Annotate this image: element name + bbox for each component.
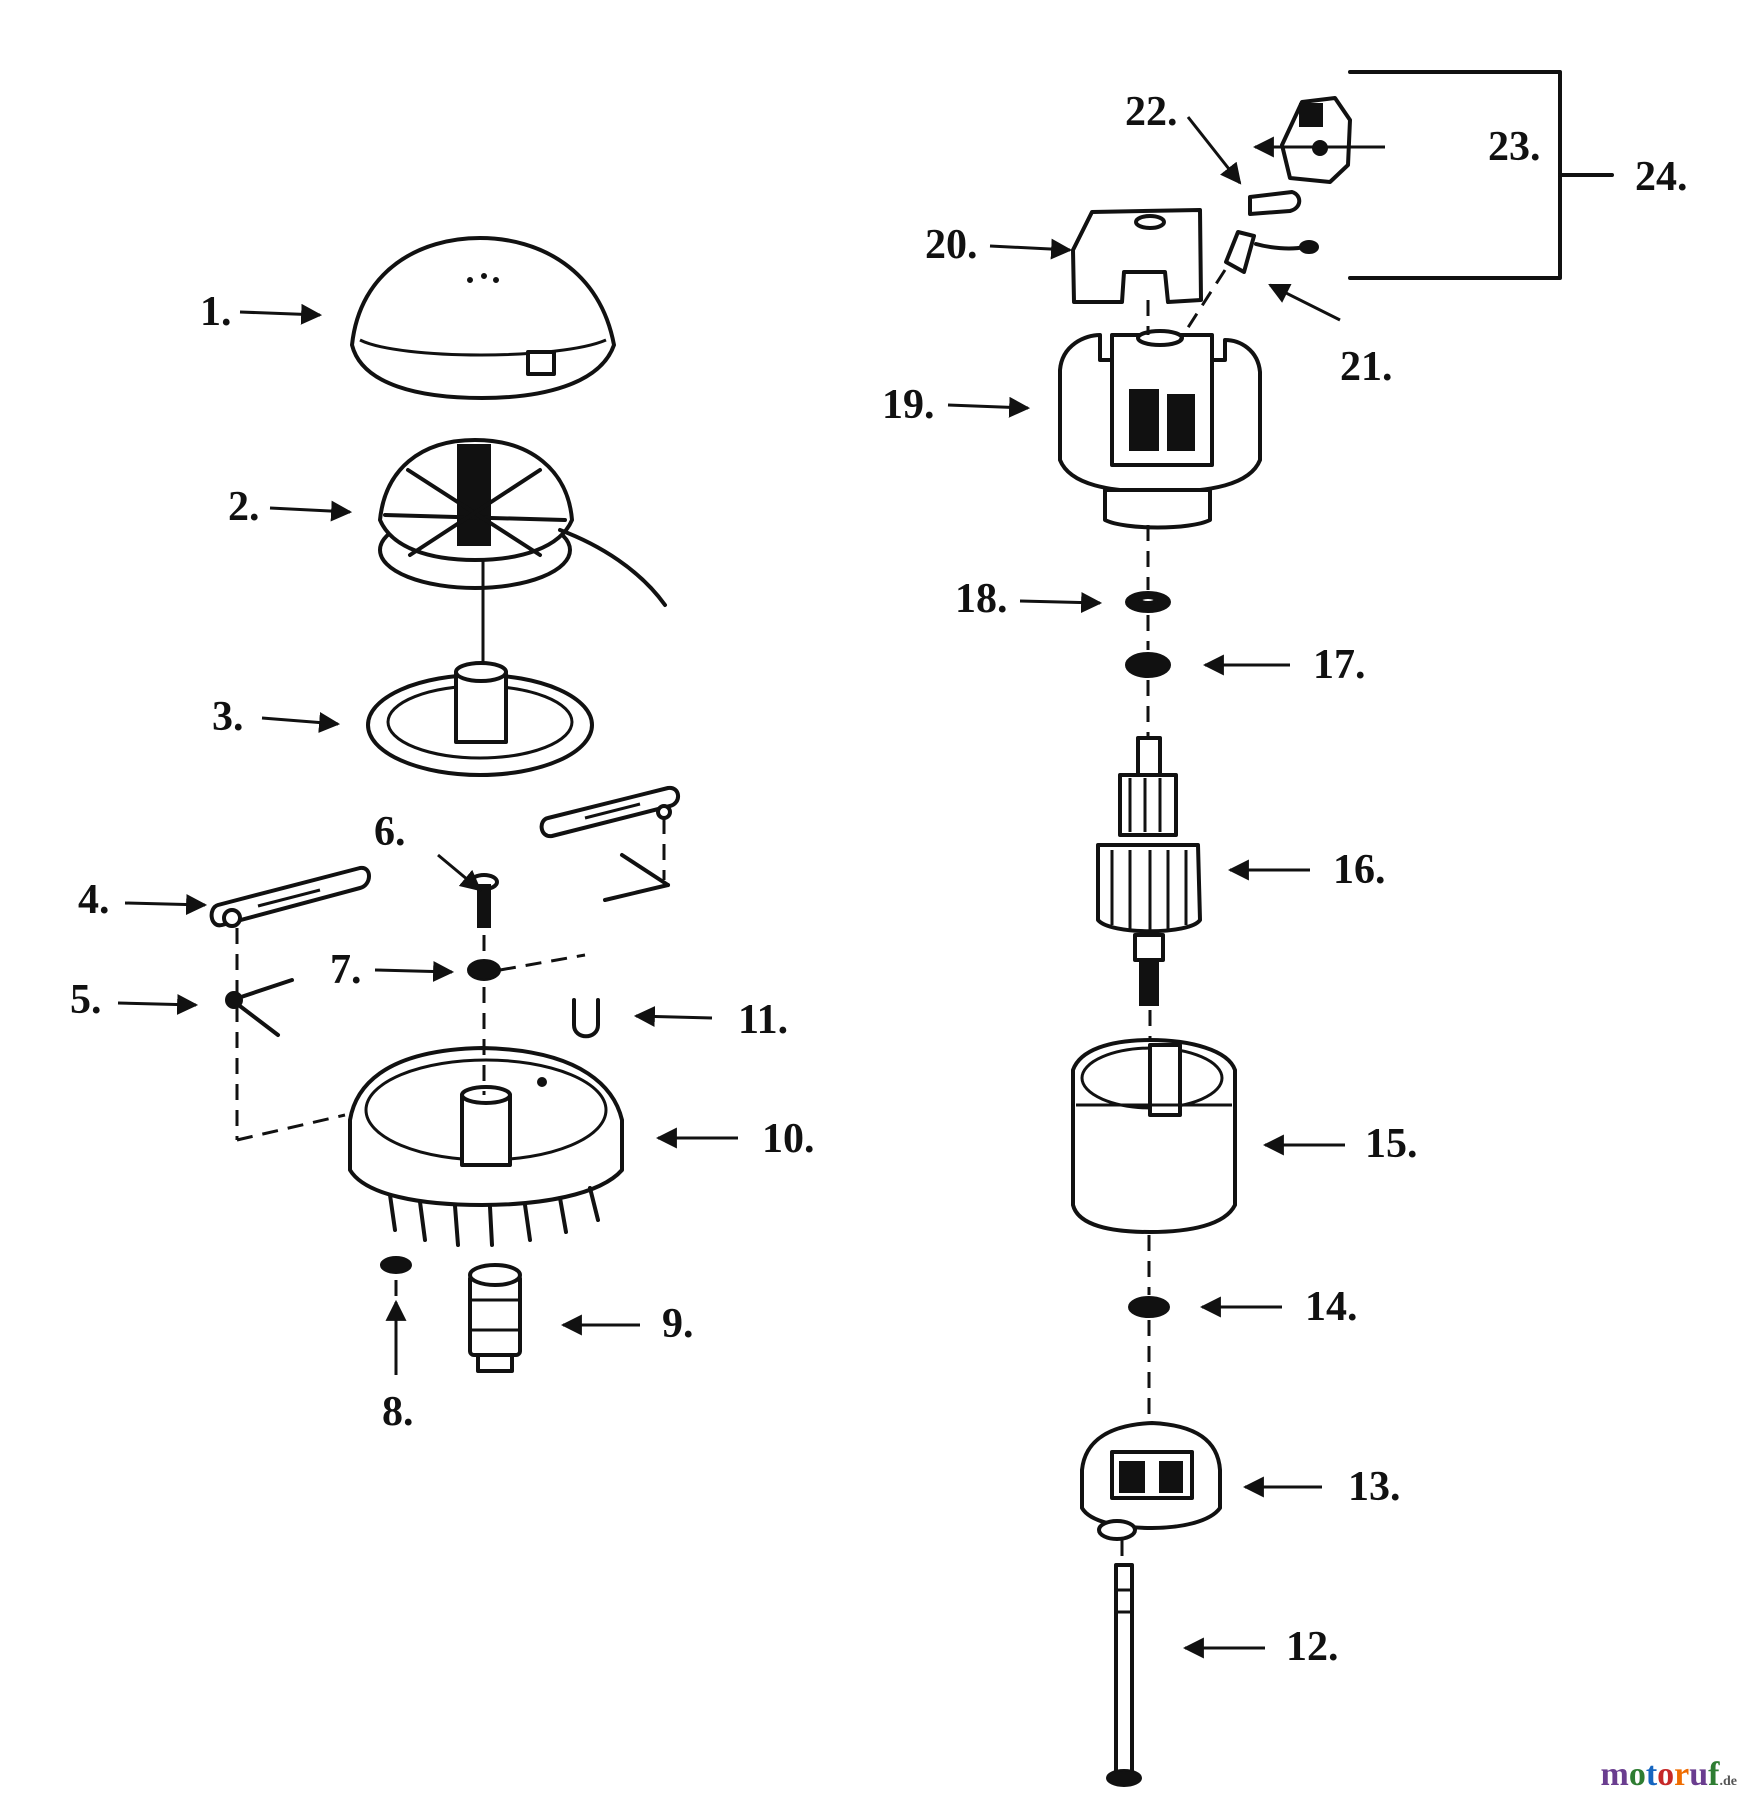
part-15-motor-can <box>1071 1038 1237 1234</box>
label-18: 18. <box>955 576 1008 622</box>
label-14: 14. <box>1305 1284 1358 1330</box>
label-11: 11. <box>738 997 788 1043</box>
label-9: 9. <box>662 1301 694 1347</box>
part-20-brush-cap <box>1071 208 1203 304</box>
watermark-logo: motoruf.de <box>1601 1756 1738 1794</box>
bracket-24 <box>1348 70 1614 280</box>
label-12: 12. <box>1286 1624 1339 1670</box>
part-6-screw <box>469 873 499 928</box>
label-2: 2. <box>228 484 260 530</box>
part-10-hub <box>348 1046 624 1247</box>
label-22: 22. <box>1125 89 1178 135</box>
part-3-retainer <box>366 661 594 777</box>
label-10: 10. <box>762 1116 815 1162</box>
part-19-end-housing <box>1058 329 1262 530</box>
part-16-armature <box>1096 736 1202 1006</box>
part-17-washer <box>1125 652 1171 678</box>
part-14-washer <box>1128 1296 1170 1318</box>
label-5: 5. <box>70 977 102 1023</box>
part-21-lead <box>1224 230 1319 274</box>
part-13-end-cap <box>1080 1421 1222 1541</box>
label-3: 3. <box>212 694 244 740</box>
label-19: 19. <box>882 382 935 428</box>
part-11-clip <box>572 998 600 1039</box>
watermark-brand: motoruf <box>1600 1756 1720 1793</box>
leader-arrows <box>117 116 1385 1659</box>
part-8-nut <box>380 1256 412 1274</box>
label-1: 1. <box>200 289 232 335</box>
label-8: 8. <box>382 1389 414 1435</box>
part-2-spool <box>378 438 667 607</box>
part-23-terminal <box>1280 96 1352 184</box>
label-24: 24. <box>1635 154 1688 200</box>
part-12-bolt <box>1106 1563 1142 1787</box>
label-7: 7. <box>330 947 362 993</box>
part-22-tab <box>1248 190 1302 216</box>
label-6: 6. <box>374 809 406 855</box>
label-15: 15. <box>1365 1121 1418 1167</box>
part-5b-spring <box>603 853 670 902</box>
label-13: 13. <box>1348 1464 1401 1510</box>
part-18-washer <box>1125 591 1171 613</box>
watermark-suffix: .de <box>1719 1774 1738 1789</box>
label-21: 21. <box>1340 344 1393 390</box>
label-17: 17. <box>1313 642 1366 688</box>
label-23: 23. <box>1488 124 1541 170</box>
part-1-cover <box>350 236 616 400</box>
label-16: 16. <box>1333 847 1386 893</box>
part-4-cutter-arm <box>209 865 371 928</box>
label-20: 20. <box>925 222 978 268</box>
label-4: 4. <box>78 877 110 923</box>
part-9-insert <box>468 1263 522 1373</box>
part-4b-cutter-arm <box>539 785 680 839</box>
